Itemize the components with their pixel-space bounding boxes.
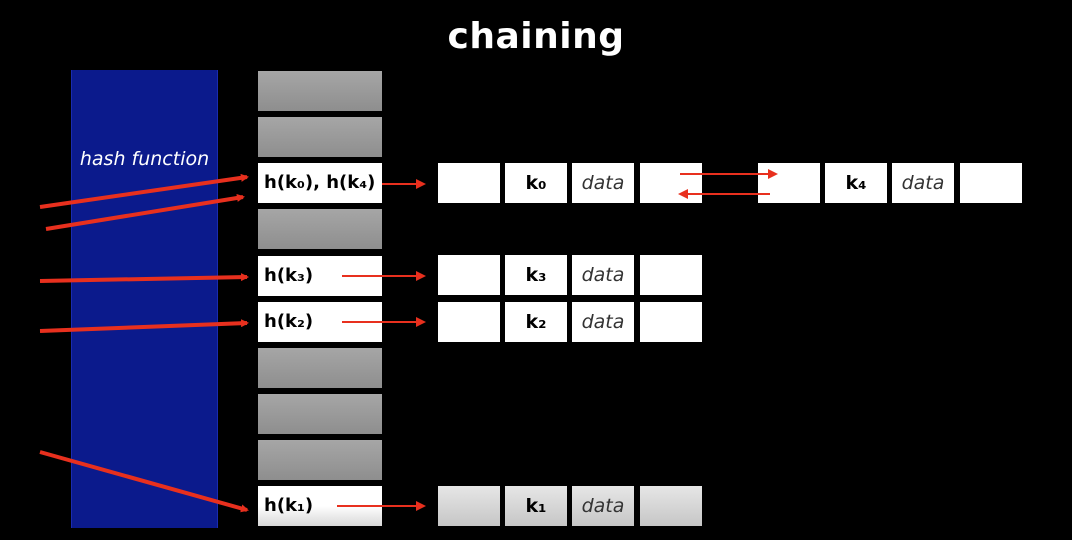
node-key: k₀ xyxy=(525,172,547,194)
node-data: data xyxy=(901,172,945,194)
slot-label-k1: h(k₁) xyxy=(264,495,314,516)
node-next-pointer xyxy=(960,163,1022,203)
hash-arrow-k3 xyxy=(39,273,249,283)
table-slot-3 xyxy=(258,209,382,249)
node-next-pointer xyxy=(640,255,702,295)
node-key: k₂ xyxy=(525,311,547,333)
node-key-cell: k₂ xyxy=(505,302,567,342)
node-data: data xyxy=(581,311,625,333)
node-key-cell: k₀ xyxy=(505,163,567,203)
hash-arrow-k0 xyxy=(39,173,249,209)
slot-label-k0-k4: h(k₀), h(k₄) xyxy=(264,172,376,193)
node-data-cell: data xyxy=(892,163,954,203)
node-key-cell: k₄ xyxy=(825,163,887,203)
hash-arrow-k4 xyxy=(45,194,245,231)
node-prev-pointer xyxy=(438,255,500,295)
node-prev-pointer xyxy=(438,302,500,342)
table-slot-5: h(k₂) xyxy=(258,302,382,342)
hash-arrow-k1 xyxy=(39,450,249,513)
node-prev-pointer xyxy=(438,486,500,526)
node-key: k₄ xyxy=(845,172,867,194)
node-next-pointer xyxy=(640,302,702,342)
hash-arrow-k2 xyxy=(39,319,249,333)
hash-function-label: hash function xyxy=(79,148,210,170)
node-data: data xyxy=(581,495,625,517)
slot-label-k2: h(k₂) xyxy=(264,311,314,332)
node-key: k₁ xyxy=(525,495,547,517)
node-key-cell: k₃ xyxy=(505,255,567,295)
node-data-cell: data xyxy=(572,486,634,526)
node-data-cell: data xyxy=(572,302,634,342)
table-slot-2: h(k₀), h(k₄) xyxy=(258,163,382,203)
node-key-cell: k₁ xyxy=(505,486,567,526)
node-data: data xyxy=(581,264,625,286)
node-data-cell: data xyxy=(572,255,634,295)
table-slot-6 xyxy=(258,348,382,388)
table-slot-0 xyxy=(258,71,382,111)
node-key: k₃ xyxy=(525,264,547,286)
hash-function-box: hash function xyxy=(71,70,218,528)
node-prev-pointer xyxy=(438,163,500,203)
node-next-pointer xyxy=(640,486,702,526)
node-next-pointer xyxy=(640,163,702,203)
slot-label-k3: h(k₃) xyxy=(264,265,314,286)
node-data: data xyxy=(581,172,625,194)
diagram-title: chaining xyxy=(447,16,625,57)
table-slot-7 xyxy=(258,394,382,434)
table-slot-1 xyxy=(258,117,382,157)
node-data-cell: data xyxy=(572,163,634,203)
table-slot-8 xyxy=(258,440,382,480)
